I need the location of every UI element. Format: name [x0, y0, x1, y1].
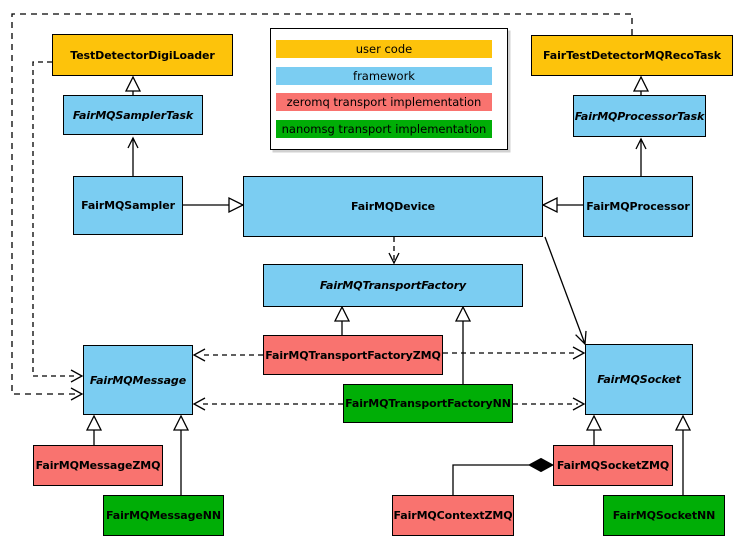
edge-samplertask-to-digiloader — [124, 75, 142, 95]
legend-label-user-code: user code — [355, 42, 413, 57]
edge-processortask-to-recotask — [632, 75, 650, 95]
class-fairmqmessagenn: FairMQMessageNN — [103, 495, 224, 536]
edge-socketzmq-to-socket — [585, 414, 603, 445]
class-fairmqtransportfactoryzmq: FairMQTransportFactoryZMQ — [263, 335, 443, 375]
class-fairtestdetectormqrecotask: FairTestDetectorMQRecoTask — [531, 35, 733, 76]
legend-label-nanomsg: nanomsg transport implementation — [281, 121, 487, 136]
class-fairmqtransportfactory: FairMQTransportFactory — [263, 264, 523, 307]
edge-contextzmq-to-socketzmq — [452, 457, 555, 495]
edge-factoryzmq-to-message — [192, 348, 263, 362]
class-fairmqprocessor: FairMQProcessor — [583, 176, 693, 237]
edge-factorynn-to-transportfactory — [454, 305, 472, 384]
edge-recotask-to-message — [11, 13, 633, 401]
legend-box: user code framework zeromq transport imp… — [270, 28, 508, 150]
edge-sampler-to-samplertask — [127, 136, 139, 176]
edge-device-to-transportfactory — [388, 237, 400, 265]
class-fairmqsocketzmq: FairMQSocketZMQ — [553, 445, 673, 486]
edge-messagenn-to-message — [172, 414, 190, 495]
edge-factorynn-to-message — [192, 397, 343, 411]
legend-label-zeromq: zeromq transport implementation — [286, 95, 482, 110]
legend-item-zeromq: zeromq transport implementation — [276, 93, 492, 112]
edge-device-to-socket — [544, 236, 587, 346]
class-fairmqsamplertask: FairMQSamplerTask — [63, 95, 203, 135]
edge-factoryzmq-to-socket — [443, 346, 586, 360]
edge-factoryzmq-to-transportfactory — [333, 305, 351, 335]
edge-digiloader-to-message — [32, 61, 84, 383]
edge-sampler-to-device — [183, 196, 245, 214]
class-fairmqsocket: FairMQSocket — [585, 344, 693, 415]
edge-messagezmq-to-message — [85, 414, 103, 445]
edge-socketnn-to-socket — [674, 414, 692, 495]
class-fairmqprocessortask: FairMQProcessorTask — [573, 95, 706, 137]
class-fairmqtransportfactorynn: FairMQTransportFactoryNN — [343, 384, 513, 423]
legend-item-framework: framework — [276, 66, 492, 85]
class-fairmqmessagezmq: FairMQMessageZMQ — [33, 445, 163, 486]
class-fairmqdevice: FairMQDevice — [243, 176, 543, 237]
legend-item-nanomsg: nanomsg transport implementation — [276, 119, 492, 138]
class-fairmqcontextzmq: FairMQContextZMQ — [392, 495, 514, 536]
edge-processor-to-device — [541, 196, 583, 214]
legend-item-user-code: user code — [276, 40, 492, 59]
class-fairmqsocketnn: FairMQSocketNN — [603, 495, 725, 536]
class-fairmqsampler: FairMQSampler — [73, 176, 183, 235]
legend-label-framework: framework — [353, 68, 415, 83]
edge-processor-to-processortask — [635, 137, 647, 176]
class-testdetectordigiloader: TestDetectorDigiLoader — [52, 34, 233, 76]
class-fairmqmessage: FairMQMessage — [83, 345, 193, 415]
edge-factorynn-to-socket — [513, 397, 586, 411]
